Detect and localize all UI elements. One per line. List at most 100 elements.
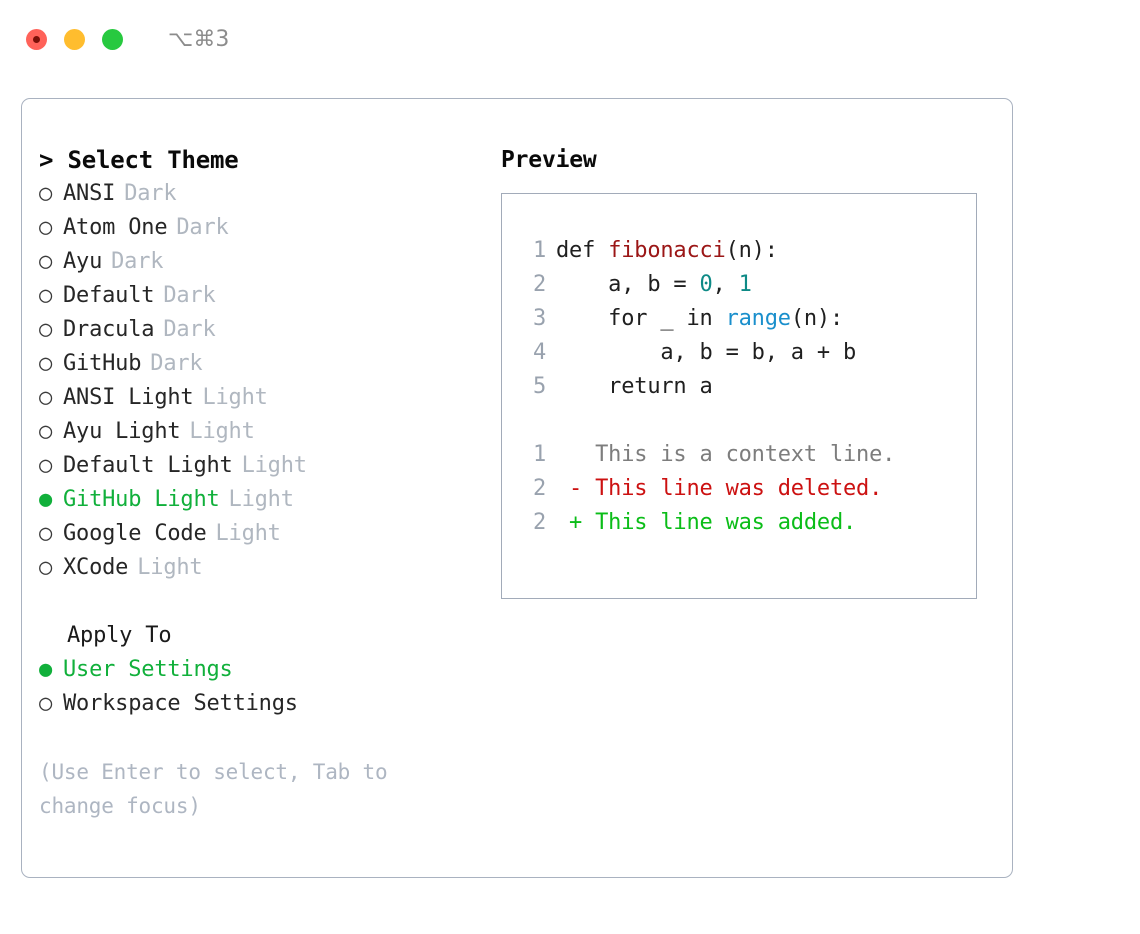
code-line-text: return a <box>556 370 713 404</box>
theme-option-default[interactable]: ○ Default Dark <box>39 279 492 313</box>
code-token-plain: a, b = b, a + b <box>556 340 857 365</box>
theme-option-atom-one[interactable]: ○ Atom One Dark <box>39 211 492 245</box>
theme-option-github[interactable]: ○ GitHub Dark <box>39 347 492 381</box>
radio-unselected-icon[interactable]: ○ <box>39 385 53 410</box>
diff-line-ctx: 1 This is a context line. <box>520 438 976 472</box>
select-theme-heading: > Select Theme <box>39 146 239 174</box>
line-number: 3 <box>532 306 546 331</box>
theme-category-label: Light <box>241 453 307 478</box>
theme-name-label: Default Light <box>63 453 233 478</box>
apply-to-heading: Apply To <box>67 623 172 648</box>
apply-to-option-user-settings[interactable]: ● User Settings <box>39 653 492 687</box>
theme-option-ansi[interactable]: ○ ANSI Dark <box>39 177 492 211</box>
code-line-text: a, b = 0, 1 <box>556 268 752 302</box>
code-token-call: range <box>725 306 791 331</box>
line-number: 2 <box>532 476 546 501</box>
theme-option-default-light[interactable]: ○ Default Light Light <box>39 449 492 483</box>
theme-name-label: Dracula <box>63 317 155 342</box>
diff-line-del: 2 - This line was deleted. <box>520 472 976 506</box>
apply-to-list: ● User Settings ○ Workspace Settings <box>39 653 492 721</box>
theme-name-label: ANSI <box>63 181 116 206</box>
diff-line-text: + This line was added. <box>556 510 857 535</box>
radio-unselected-icon[interactable]: ○ <box>39 317 53 342</box>
radio-unselected-icon[interactable]: ○ <box>39 181 53 206</box>
line-number: 2 <box>532 510 546 535</box>
radio-unselected-icon[interactable]: ○ <box>39 283 53 308</box>
code-token-fn: fibonacci <box>608 238 726 263</box>
radio-unselected-icon[interactable]: ○ <box>39 555 53 580</box>
line-number: 1 <box>532 238 546 263</box>
apply-to-label: Workspace Settings <box>63 691 298 716</box>
maximize-button-icon[interactable] <box>102 28 123 50</box>
radio-unselected-icon[interactable]: ○ <box>39 249 53 274</box>
title-bar: ⌥⌘3 <box>0 0 1140 78</box>
line-number: 2 <box>532 272 546 297</box>
theme-name-label: GitHub Light <box>63 487 220 512</box>
radio-unselected-icon[interactable]: ○ <box>39 351 53 376</box>
code-token-num: 0 <box>699 272 713 297</box>
radio-unselected-icon[interactable]: ○ <box>39 691 53 716</box>
theme-name-label: GitHub <box>63 351 142 376</box>
theme-category-label: Light <box>202 385 268 410</box>
code-token-num: 1 <box>738 272 752 297</box>
theme-option-dracula[interactable]: ○ Dracula Dark <box>39 313 492 347</box>
radio-unselected-icon[interactable]: ○ <box>39 453 53 478</box>
theme-category-label: Light <box>189 419 255 444</box>
code-line-text: for _ in range(n): <box>556 302 843 336</box>
list-spacer <box>39 585 492 619</box>
radio-unselected-icon[interactable]: ○ <box>39 215 53 240</box>
theme-name-label: XCode <box>63 555 129 580</box>
theme-category-label: Dark <box>176 215 229 240</box>
keyboard-hint-text: (Use Enter to select, Tab to change focu… <box>39 760 388 818</box>
code-token-plain: (n): <box>790 306 844 331</box>
preview-heading: Preview <box>501 147 597 173</box>
line-number: 4 <box>532 340 546 365</box>
close-button-icon[interactable] <box>26 28 47 50</box>
traffic-lights <box>26 28 123 50</box>
theme-option-ayu[interactable]: ○ Ayu Dark <box>39 245 492 279</box>
radio-unselected-icon[interactable]: ○ <box>39 521 53 546</box>
diff-line-text: This is a context line. <box>556 442 896 467</box>
theme-option-google-code[interactable]: ○ Google Code Light <box>39 517 492 551</box>
code-line-text: def fibonacci(n): <box>556 234 778 268</box>
theme-name-label: Google Code <box>63 521 207 546</box>
code-token-plain: , <box>712 272 739 297</box>
radio-selected-icon[interactable]: ● <box>39 487 53 512</box>
apply-to-label: User Settings <box>63 657 233 682</box>
theme-option-ansi-light[interactable]: ○ ANSI Light Light <box>39 381 492 415</box>
code-line-text: a, b = b, a + b <box>556 336 856 370</box>
theme-category-label: Dark <box>163 283 216 308</box>
radio-selected-icon[interactable]: ● <box>39 657 53 682</box>
theme-category-label: Dark <box>163 317 216 342</box>
theme-name-label: Ayu Light <box>63 419 181 444</box>
code-token-plain: (n): <box>725 238 778 263</box>
code-line: 1 def fibonacci(n): <box>520 234 976 268</box>
theme-category-label: Dark <box>124 181 177 206</box>
theme-category-label: Dark <box>111 249 164 274</box>
minimize-button-icon[interactable] <box>64 28 85 50</box>
theme-name-label: Atom One <box>63 215 168 240</box>
code-token-plain: def <box>556 238 609 263</box>
diff-line-text: - This line was deleted. <box>556 476 883 501</box>
theme-name-label: ANSI Light <box>63 385 194 410</box>
diff-line-add: 2 + This line was added. <box>520 506 976 540</box>
code-token-plain: for _ in <box>556 306 726 331</box>
keyboard-shortcut-label: ⌥⌘3 <box>168 26 230 52</box>
theme-name-label: Ayu <box>63 249 103 274</box>
theme-category-label: Dark <box>150 351 203 376</box>
code-line: 3 for _ in range(n): <box>520 302 976 336</box>
code-line: 4 a, b = b, a + b <box>520 336 976 370</box>
apply-to-option-workspace-settings[interactable]: ○ Workspace Settings <box>39 687 492 721</box>
radio-unselected-icon[interactable]: ○ <box>39 419 53 444</box>
theme-name-label: Default <box>63 283 155 308</box>
line-number: 5 <box>532 374 546 399</box>
theme-category-label: Light <box>215 521 281 546</box>
theme-option-ayu-light[interactable]: ○ Ayu Light Light <box>39 415 492 449</box>
